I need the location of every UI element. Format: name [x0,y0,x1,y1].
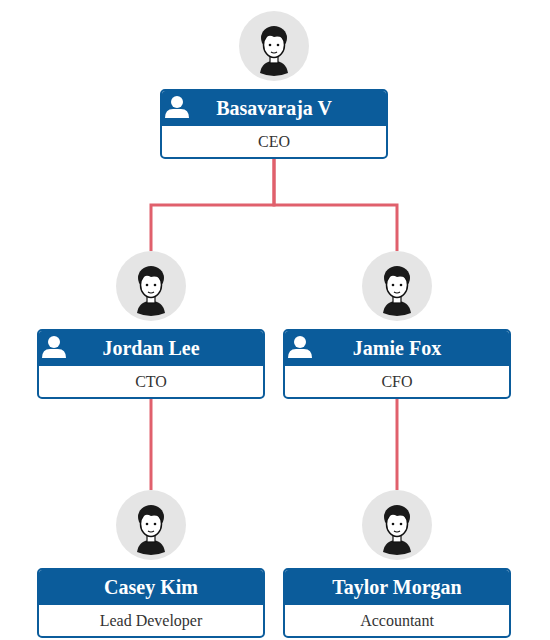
card-box: Jordan LeeCTO [37,329,265,399]
person-icon [41,334,69,360]
person-card: Jamie FoxCFO [283,251,511,399]
person-name: Basavaraja V [210,97,338,120]
reporting-line [150,399,153,490]
avatar-icon [116,490,186,560]
person-card: Taylor MorganAccountant [283,490,511,638]
avatar-icon [116,251,186,321]
person-card: Jordan LeeCTO [37,251,265,399]
avatar-icon [362,490,432,560]
job-title: CTO [39,366,263,397]
card-header: Taylor Morgan [285,570,509,605]
person-icon [164,94,192,120]
reporting-line [396,399,399,490]
job-title: CEO [162,126,386,157]
person-card: Basavaraja V CEO [160,11,388,159]
card-box: Jamie FoxCFO [283,329,511,399]
person-name: Jamie Fox [347,337,447,360]
person-card: Casey KimLead Developer [37,490,265,638]
person-icon [287,334,315,360]
card-header: Jamie Fox [285,331,509,366]
reporting-line [151,159,274,251]
job-title: Lead Developer [39,605,263,636]
card-box: Taylor MorganAccountant [283,568,511,638]
job-title: CFO [285,366,509,397]
reporting-line [274,159,397,251]
avatar-icon [362,251,432,321]
card-box: Casey KimLead Developer [37,568,265,638]
card-box: Basavaraja V CEO [160,89,388,159]
avatar-icon [239,11,309,81]
card-header: Basavaraja V [162,91,386,126]
person-name: Taylor Morgan [326,576,467,599]
person-name: Casey Kim [98,576,204,599]
job-title: Accountant [285,605,509,636]
card-header: Jordan Lee [39,331,263,366]
card-header: Casey Kim [39,570,263,605]
person-name: Jordan Lee [96,337,205,360]
